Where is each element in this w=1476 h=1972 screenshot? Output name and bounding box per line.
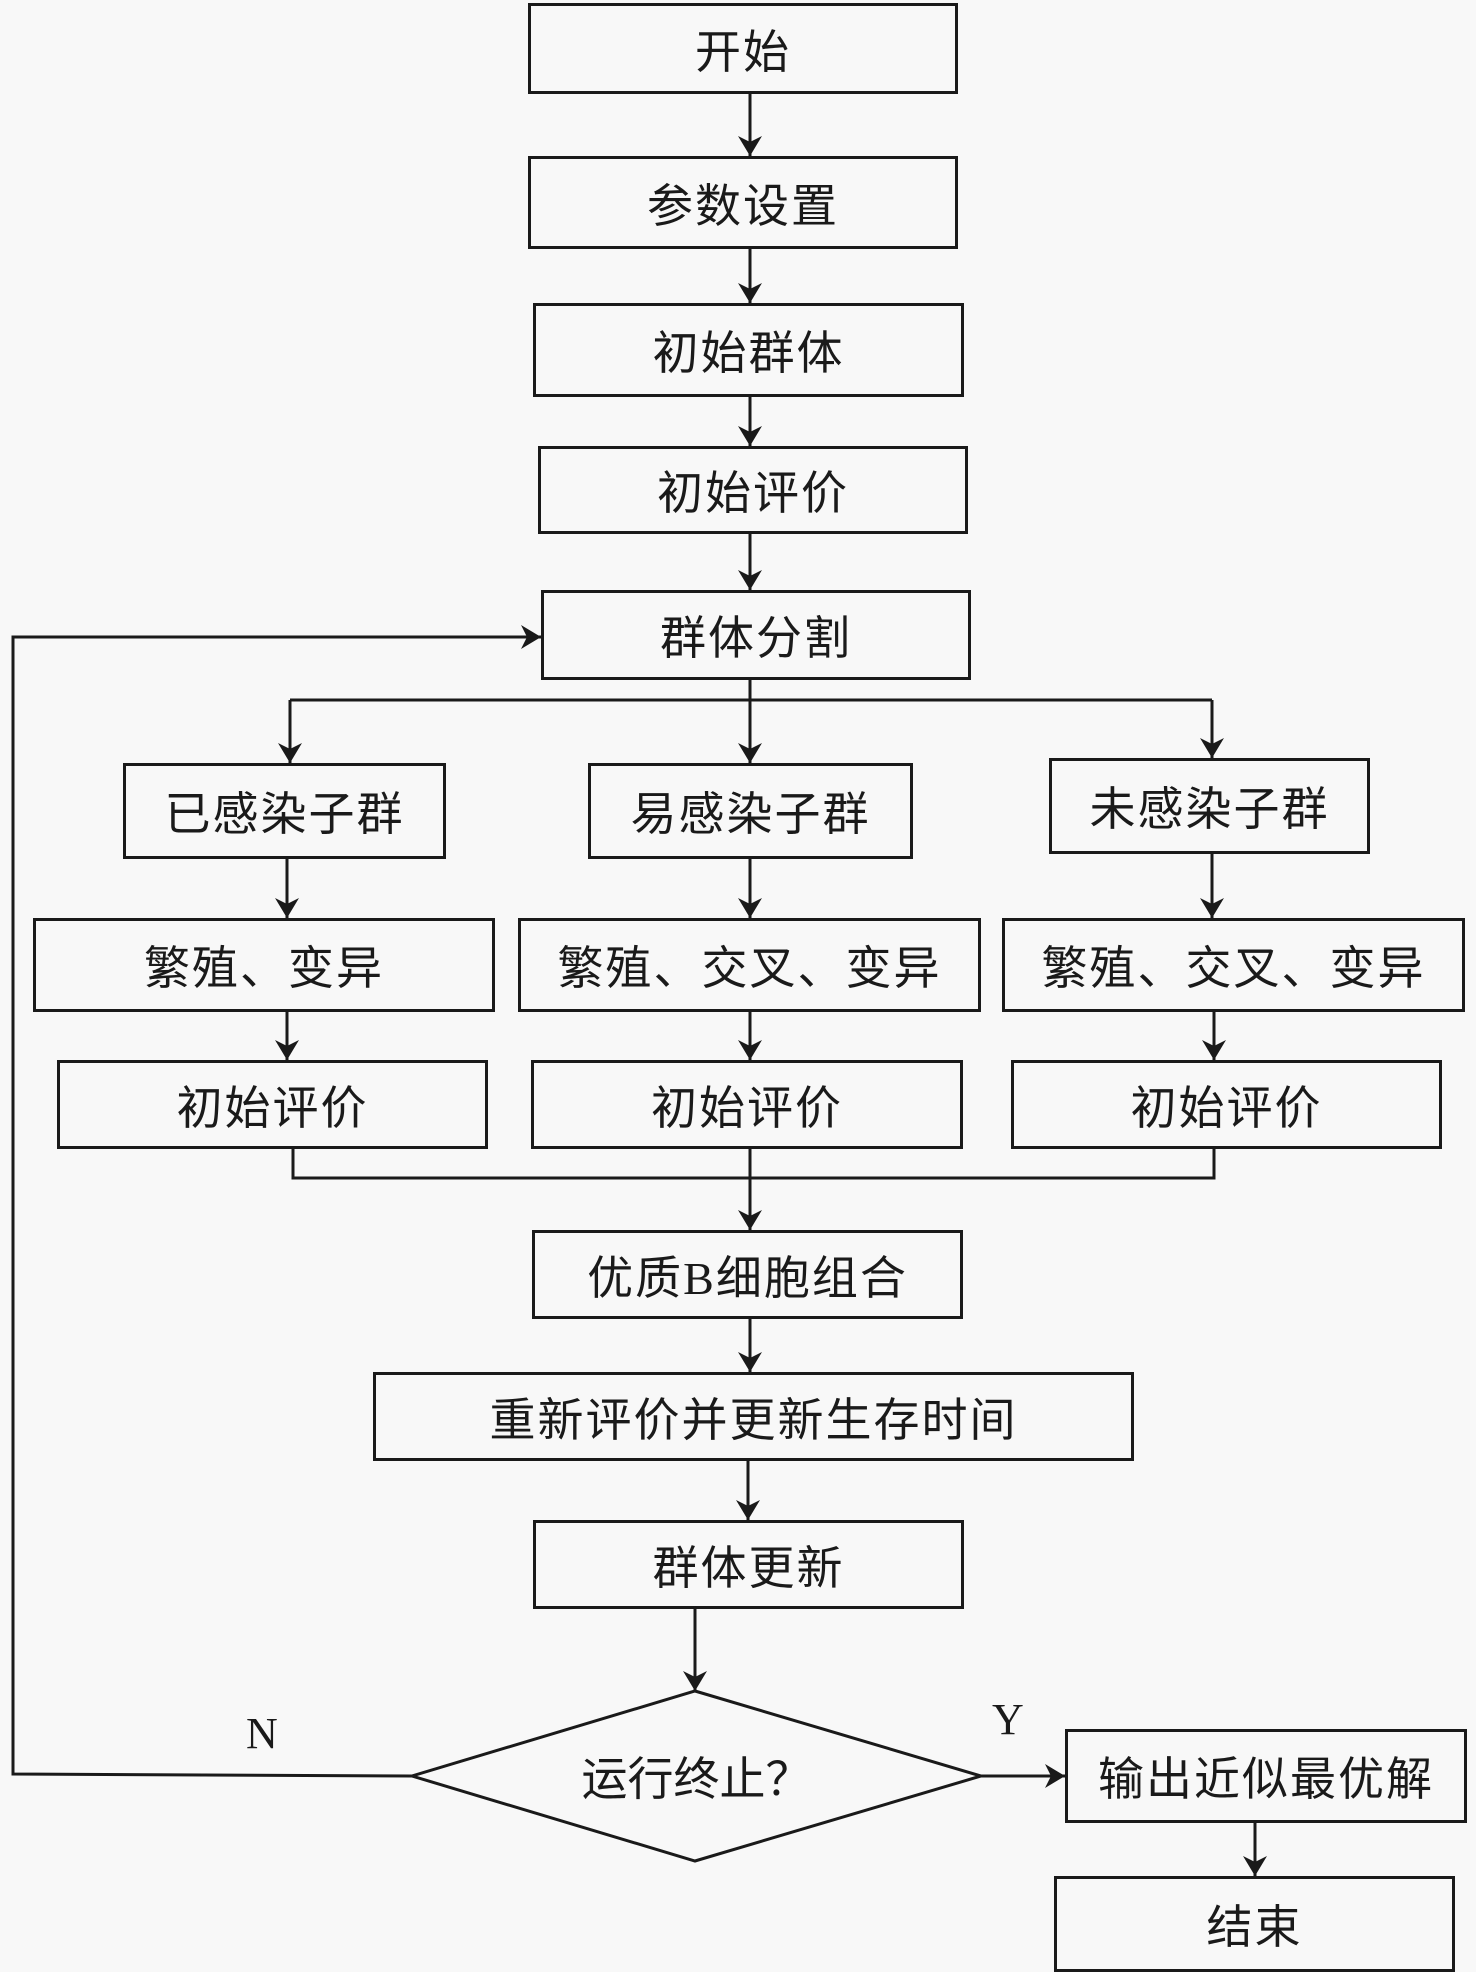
infected-subgroup-node: 已感染子群: [123, 763, 446, 859]
param-setup-node: 参数设置: [528, 156, 958, 249]
infected-operation-node: 繁殖、变异: [33, 918, 495, 1012]
reevaluate-label: 重新评价并更新生存时间: [489, 1394, 1018, 1446]
population-split-node: 群体分割: [541, 590, 971, 680]
init-evaluation-label: 初始评价: [657, 468, 849, 519]
infected-evaluation-label: 初始评价: [176, 1082, 369, 1134]
reevaluate-node: 重新评价并更新生存时间: [373, 1372, 1134, 1461]
infected-operation-label: 繁殖、变异: [144, 943, 384, 994]
yes-edge-label: Y: [992, 1695, 1024, 1744]
population-update-label: 群体更新: [652, 1542, 845, 1594]
susceptible-subgroup-node: 易感染子群: [588, 763, 913, 859]
decision-text-area: 运行终止？: [412, 1691, 981, 1861]
susceptible-operation-node: 繁殖、交叉、变异: [518, 918, 981, 1012]
population-split-label: 群体分割: [660, 613, 852, 664]
init-population-node: 初始群体: [533, 303, 964, 397]
uninfected-evaluation-label: 初始评价: [1130, 1082, 1323, 1134]
init-population-label: 初始群体: [652, 328, 845, 379]
end-node: 结束: [1054, 1876, 1455, 1972]
b-cell-combine-label: 优质B细胞组合: [587, 1252, 908, 1304]
susceptible-evaluation-node: 初始评价: [531, 1060, 963, 1149]
end-label: 结束: [1206, 1902, 1303, 1953]
uninfected-operation-node: 繁殖、交叉、变异: [1002, 918, 1465, 1012]
output-node: 输出近似最优解: [1065, 1729, 1467, 1823]
param-setup-label: 参数设置: [647, 180, 839, 232]
no-edge-label: N: [246, 1709, 278, 1758]
population-update-node: 群体更新: [533, 1520, 964, 1609]
uninfected-evaluation-node: 初始评价: [1011, 1060, 1442, 1149]
susceptible-evaluation-label: 初始评价: [651, 1082, 843, 1134]
output-label: 输出近似最优解: [1098, 1754, 1434, 1805]
decision-label: 运行终止？: [581, 1754, 812, 1805]
b-cell-combine-node: 优质B细胞组合: [532, 1230, 963, 1319]
infected-evaluation-node: 初始评价: [57, 1060, 488, 1149]
uninfected-operation-label: 繁殖、交叉、变异: [1041, 943, 1426, 994]
init-evaluation-node: 初始评价: [538, 446, 968, 534]
susceptible-subgroup-label: 易感染子群: [630, 789, 871, 840]
uninfected-subgroup-label: 未感染子群: [1089, 784, 1330, 835]
start-label: 开始: [695, 26, 791, 78]
decision-diamond: [406, 1689, 987, 1863]
uninfected-subgroup-node: 未感染子群: [1049, 758, 1370, 854]
merge-bus: [291, 1149, 1216, 1180]
susceptible-operation-label: 繁殖、交叉、变异: [557, 943, 942, 994]
infected-subgroup-label: 已感染子群: [164, 789, 405, 840]
loop-back-no: [11, 625, 541, 1778]
start-node: 开始: [528, 3, 958, 94]
